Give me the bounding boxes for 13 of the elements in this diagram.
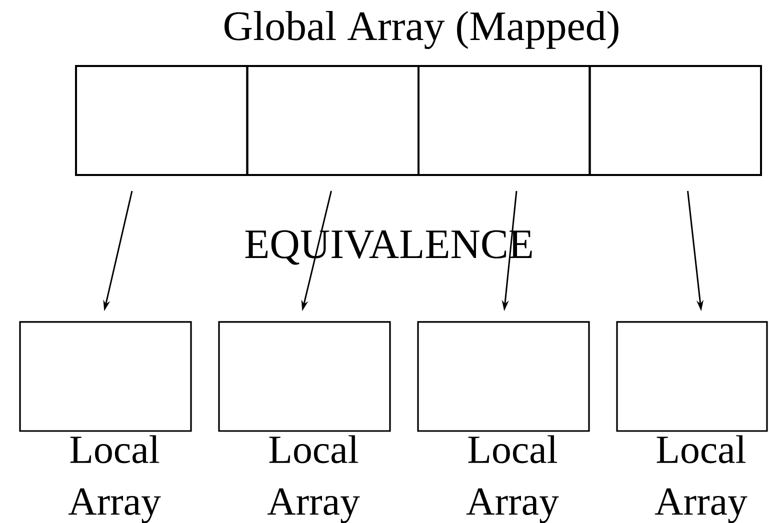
node-label: Global Array (Mapped) (224, 10, 618, 50)
node-label: Local Array (267, 435, 360, 523)
array-cell (418, 65, 591, 176)
local-array-box: Local Array (19, 321, 192, 523)
node-label: Local Array (68, 435, 161, 523)
local-array-box: Local Array (417, 321, 590, 523)
local-array-box: Local Array (218, 321, 391, 523)
local-array-box: Local Array (616, 321, 768, 523)
node-label: Local Array (466, 435, 559, 523)
node-label: Local Array (654, 435, 748, 523)
array-cell (588, 65, 762, 176)
array-cell (75, 65, 248, 176)
array-cell (246, 65, 420, 176)
